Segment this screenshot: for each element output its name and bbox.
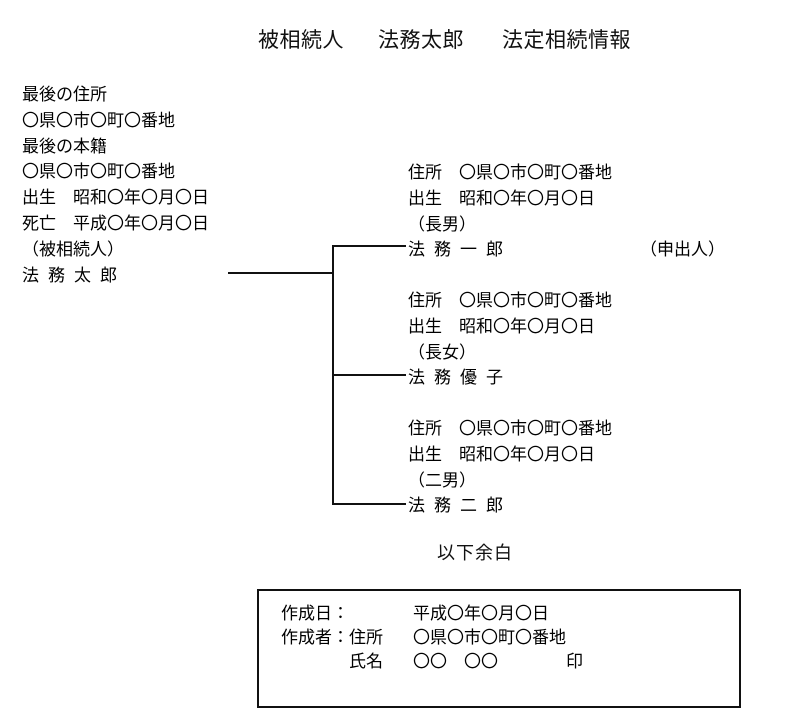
heir-name-row: 法務優子 [408,366,612,392]
applicant-tag: （申出人） [640,240,725,261]
creator-name-value: 〇〇 〇〇 [413,652,498,672]
created-date-label: 作成日： [281,604,349,624]
title-document-type: 法定相続情報 [502,28,631,52]
heir-address: 住所 〇県〇市〇町〇番地 [408,163,612,183]
decedent-permanent-domicile-value: 〇県〇市〇町〇番地 [22,162,175,183]
heir-address: 住所 〇県〇市〇町〇番地 [408,291,612,311]
table-row: 氏名 〇〇 〇〇 印 [281,654,583,678]
heir-block-1: 住所 〇県〇市〇町〇番地 出生 昭和〇年〇月〇日 （長男） 法務一郎 （申出人） [408,161,725,264]
heir-name: 法務二郎 [408,496,512,517]
connector-stem-horizontal [228,272,334,274]
decedent-death-date: 死亡 平成〇年〇月〇日 [22,213,209,234]
page-title: 被相続人 法務太郎 法定相続情報 [258,30,631,51]
creator-address-seal-spacer [566,630,583,654]
heir-block-3: 住所 〇県〇市〇町〇番地 出生 昭和〇年〇月〇日 （二男） 法務二郎 [408,417,612,520]
table-row: 作成日： 平成〇年〇月〇日 [281,606,583,630]
creator-name-label: 氏名 [349,652,383,672]
connector-branch-heir-1 [332,245,406,247]
heir-address: 住所 〇県〇市〇町〇番地 [408,419,612,439]
creator-name-row-spacer [281,654,349,678]
created-date-seal-spacer [566,606,583,630]
decedent-permanent-domicile-label: 最後の本籍 [22,136,107,157]
decedent-last-address-value: 〇県〇市〇町〇番地 [22,110,175,131]
decedent-birth-date: 出生 昭和〇年〇月〇日 [22,188,209,209]
heir-relation: （二男） [408,470,476,491]
decedent-name: 法務太郎 [22,265,126,286]
creation-info-box: 作成日： 平成〇年〇月〇日 作成者： 住所 〇県〇市〇町〇番地 氏名 〇〇 〇〇… [257,589,741,708]
connector-branch-heir-3 [332,503,406,505]
creator-address-value: 〇県〇市〇町〇番地 [413,628,566,648]
decedent-last-address-label: 最後の住所 [22,85,107,105]
seal-mark: 印 [566,652,583,672]
creator-label: 作成者： [281,628,349,648]
creation-info-table: 作成日： 平成〇年〇月〇日 作成者： 住所 〇県〇市〇町〇番地 氏名 〇〇 〇〇… [281,606,583,678]
heir-name-row: 法務一郎 （申出人） [408,238,725,264]
decedent-relation-label: （被相続人） [22,239,124,260]
heir-relation: （長女） [408,342,476,363]
connector-branch-heir-2 [332,374,406,376]
created-date-spacer [349,606,413,630]
heir-birth-date: 出生 昭和〇年〇月〇日 [408,188,595,209]
heir-name: 法務優子 [408,368,512,389]
heir-name-row: 法務二郎 [408,494,612,520]
creator-address-label: 住所 [349,628,383,648]
title-decedent-name: 法務太郎 [378,28,464,52]
title-decedent-label: 被相続人 [258,28,344,52]
heir-relation: （長男） [408,214,476,235]
blank-space-note: 以下余白 [437,543,513,564]
heir-name: 法務一郎 [408,240,512,261]
heir-birth-date: 出生 昭和〇年〇月〇日 [408,444,595,465]
heir-birth-date: 出生 昭和〇年〇月〇日 [408,316,595,337]
decedent-block: 最後の住所 〇県〇市〇町〇番地 最後の本籍 〇県〇市〇町〇番地 出生 昭和〇年〇… [22,83,209,289]
table-row: 作成者： 住所 〇県〇市〇町〇番地 [281,630,583,654]
heir-block-2: 住所 〇県〇市〇町〇番地 出生 昭和〇年〇月〇日 （長女） 法務優子 [408,289,612,392]
created-date-value: 平成〇年〇月〇日 [413,604,549,624]
